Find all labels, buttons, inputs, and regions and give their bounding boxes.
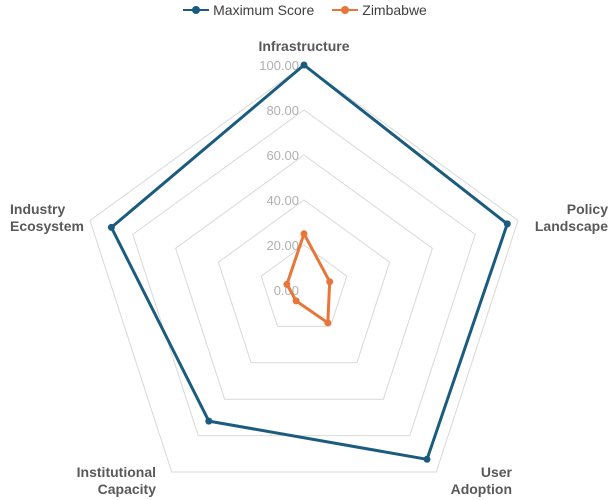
legend: Maximum Score Zimbabwe [0, 0, 610, 20]
grid [89, 64, 519, 473]
legend-item: Zimbabwe [332, 2, 427, 18]
grid-ring [132, 109, 476, 437]
legend-swatch [183, 5, 210, 15]
series-maximum-score [107, 61, 511, 463]
grid-ring [217, 199, 391, 364]
tick-label: 100.00 [259, 58, 299, 73]
data-point [107, 223, 115, 231]
legend-item: Maximum Score [183, 2, 314, 18]
tick-label: 60.00 [266, 148, 299, 163]
series-line [109, 63, 509, 461]
series-zimbabwe [283, 230, 334, 327]
grid-ring [89, 64, 519, 473]
data-point [324, 319, 332, 327]
data-point [503, 220, 511, 228]
grid-ring [175, 154, 433, 400]
data-point [423, 455, 431, 463]
series-line [285, 232, 332, 325]
axis-label: Infrastructure [258, 38, 349, 54]
grid-ring [260, 244, 348, 327]
legend-swatch [332, 5, 359, 15]
legend-label: Maximum Score [213, 2, 315, 18]
data-point [300, 230, 308, 238]
tick-label: 20.00 [266, 238, 299, 253]
tick-label: 40.00 [266, 193, 299, 208]
data-point [205, 417, 213, 425]
data-point [326, 278, 334, 286]
data-point [292, 297, 300, 305]
data-point [283, 280, 291, 288]
data-point [300, 61, 308, 69]
legend-label: Zimbabwe [362, 2, 427, 18]
tick-label: 80.00 [266, 103, 299, 118]
